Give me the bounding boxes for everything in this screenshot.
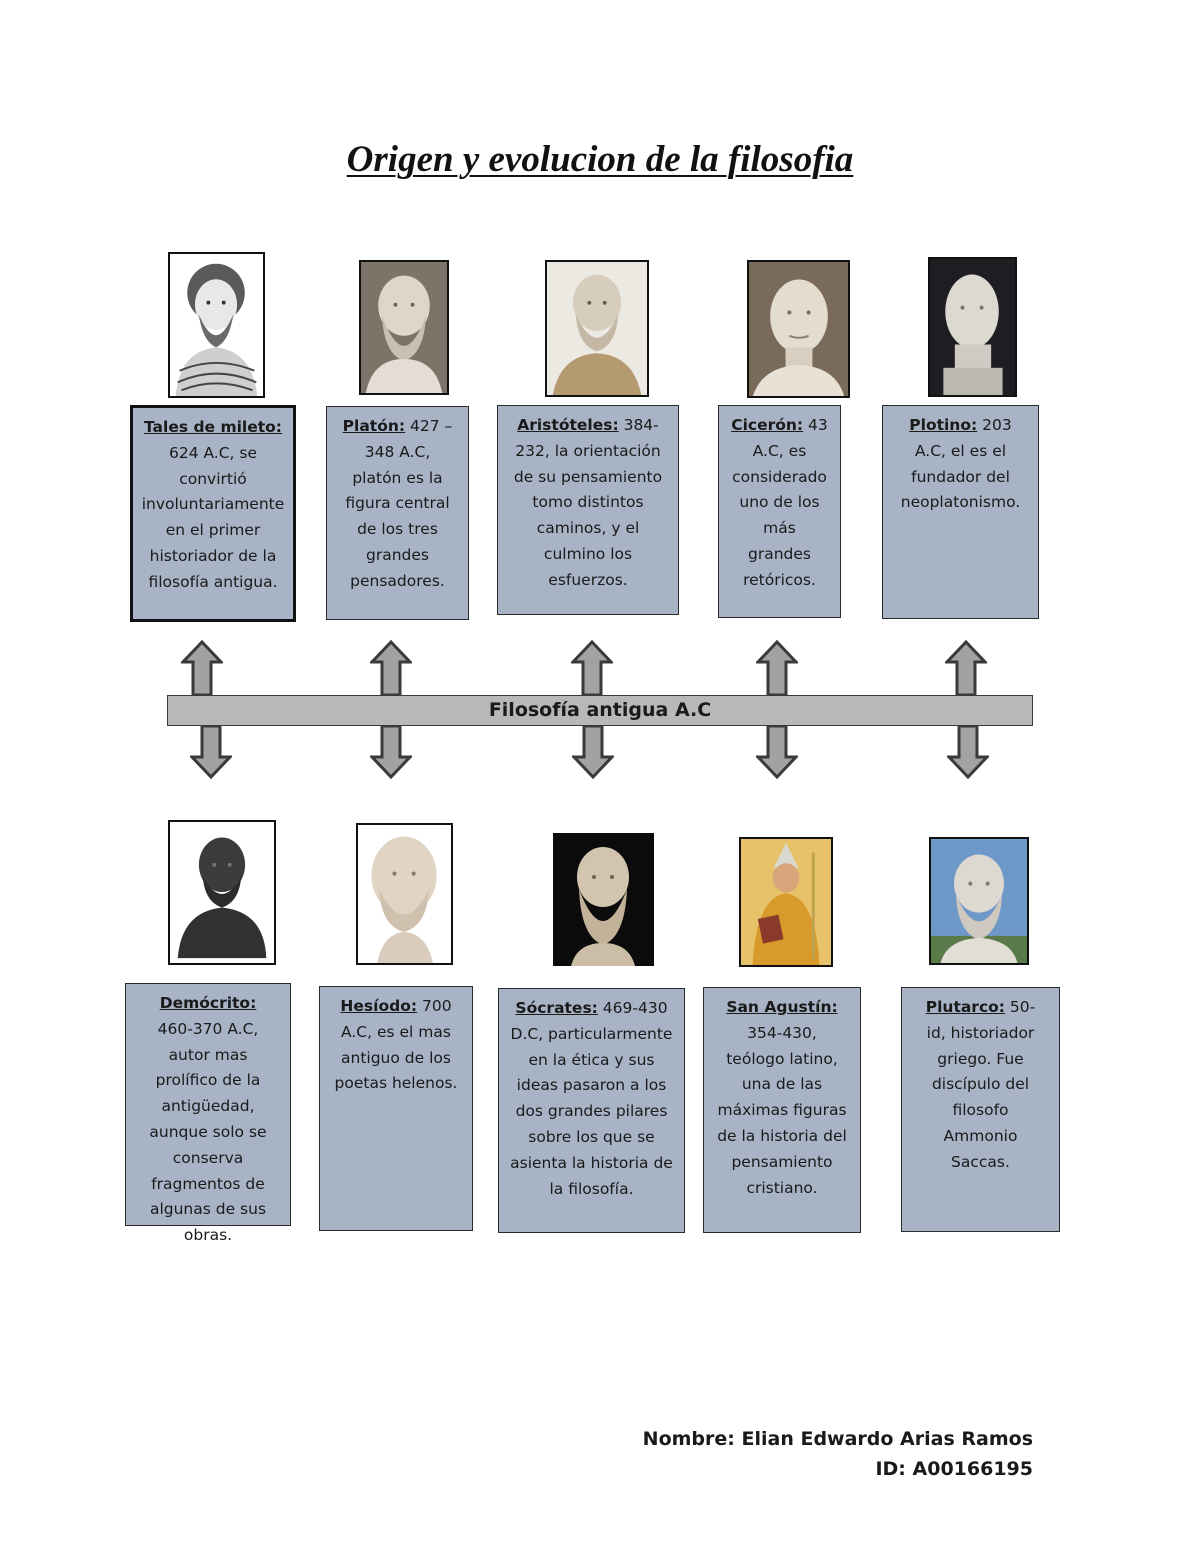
- page-title: Origen y evolucion de la filosofia: [346, 139, 854, 180]
- plato-info-box: Platón: 427 – 348 A.C, platón es la figu…: [326, 406, 469, 620]
- plutarch-portrait: [929, 837, 1029, 965]
- down-arrow-icon: [370, 725, 412, 779]
- aristotle-info-box: Aristóteles: 384-232, la orientación de …: [497, 405, 679, 615]
- socrates-info-box: Sócrates: 469-430 D.C, particularmente e…: [498, 988, 685, 1233]
- philosopher-description: 384-232, la orientación de su pensamient…: [513, 416, 663, 589]
- author-name: Nombre: Elian Edwardo Arias Ramos: [642, 1428, 1033, 1450]
- hesiod-info-box: Hesíodo: 700 A.C, es el mas antiguo de l…: [319, 986, 473, 1231]
- philosopher-description: 43 A.C, es considerado uno de los más gr…: [732, 416, 828, 589]
- philosopher-name: Sócrates:: [515, 999, 598, 1017]
- plotinus-info-box: Plotino: 203 A.C, el es el fundador del …: [882, 405, 1039, 619]
- philosopher-name: Plutarco:: [925, 998, 1005, 1016]
- socrates-portrait: [553, 833, 654, 966]
- philosopher-description: 624 A.C, se convirtió involuntariamente …: [141, 443, 285, 591]
- augustine-portrait: [739, 837, 833, 967]
- down-arrow-icon: [190, 725, 232, 779]
- plotinus-portrait: [928, 257, 1017, 397]
- author-id: ID: A00166195: [875, 1458, 1033, 1480]
- up-arrow-icon: [571, 640, 613, 696]
- philosopher-description: 203 A.C, el es el fundador del neoplaton…: [900, 416, 1021, 512]
- down-arrow-icon: [947, 725, 989, 779]
- philosopher-name: Aristóteles:: [517, 416, 619, 434]
- philosopher-name: Plotino:: [909, 416, 978, 434]
- tales-info-box: Tales de mileto: 624 A.C, se convirtió i…: [130, 405, 296, 622]
- up-arrow-icon: [756, 640, 798, 696]
- down-arrow-icon: [572, 725, 614, 779]
- cicero-portrait: [747, 260, 850, 398]
- philosopher-description: 460-370 A.C, autor mas prolífico de la a…: [149, 1019, 267, 1245]
- democritus-info-box: Demócrito: 460-370 A.C, autor mas prolíf…: [125, 983, 291, 1244]
- up-arrow-icon: [370, 640, 412, 696]
- aristotle-portrait: [545, 260, 649, 397]
- philosopher-name: Demócrito:: [159, 994, 257, 1012]
- philosopher-description: 354-430, teólogo latino, una de las máxi…: [717, 1023, 847, 1197]
- tales-portrait: [168, 252, 265, 398]
- philosopher-description: 700 A.C, es el mas antiguo de los poetas…: [334, 997, 458, 1093]
- philosopher-name: Platón:: [342, 417, 406, 435]
- philosopher-name: Hesíodo:: [340, 997, 418, 1015]
- cicero-info-box: Cicerón: 43 A.C, es considerado uno de l…: [718, 405, 841, 618]
- hesiod-portrait: [356, 823, 453, 965]
- philosopher-name: San Agustín:: [726, 998, 838, 1016]
- democritus-portrait: [168, 820, 276, 965]
- plato-portrait: [359, 260, 449, 395]
- timeline-label: Filosofía antigua A.C: [488, 699, 712, 721]
- augustine-info-box: San Agustín: 354-430, teólogo latino, un…: [703, 987, 861, 1233]
- philosopher-name: Tales de mileto:: [143, 418, 283, 436]
- timeline-bar: Filosofía antigua A.C: [167, 695, 1033, 726]
- down-arrow-icon: [756, 725, 798, 779]
- philosopher-name: Cicerón:: [731, 416, 804, 434]
- up-arrow-icon: [945, 640, 987, 696]
- philosopher-description: 50-id, historiador griego. Fue discípulo…: [926, 998, 1036, 1171]
- plutarch-info-box: Plutarco: 50-id, historiador griego. Fue…: [901, 987, 1060, 1232]
- up-arrow-icon: [181, 640, 223, 696]
- philosopher-description: 469-430 D.C, particularmente en la ética…: [510, 999, 673, 1198]
- philosopher-description: 427 – 348 A.C, platón es la figura centr…: [345, 417, 453, 590]
